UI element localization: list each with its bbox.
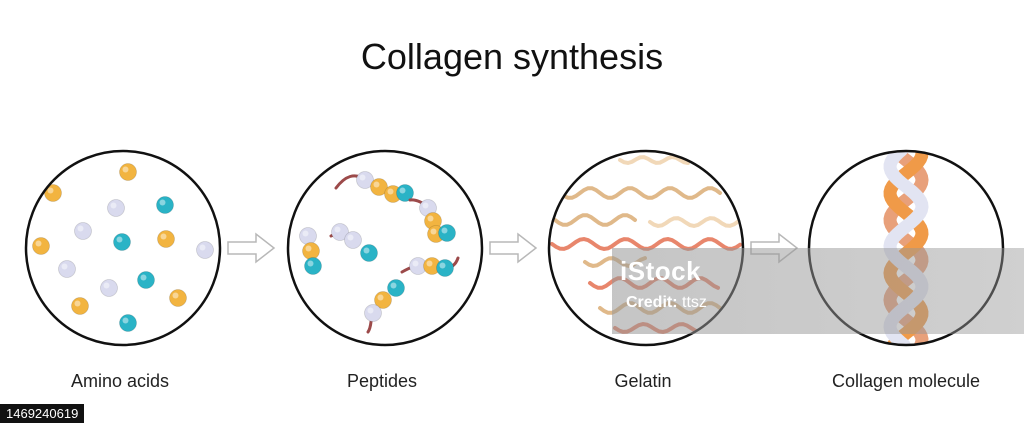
amino-acid-molecule: [157, 230, 175, 248]
amino-acid-molecule-shine: [47, 187, 54, 194]
amino-acid-molecule: [71, 297, 89, 315]
peptide-molecule-shine: [412, 260, 419, 267]
peptide-molecule: [302, 242, 320, 260]
peptide-molecule-shine: [347, 234, 354, 241]
peptide-molecule-shine: [430, 228, 437, 235]
peptide-molecule-shine: [367, 307, 374, 314]
peptide-molecule: [344, 231, 362, 249]
peptide-molecule: [436, 259, 454, 277]
stage-caption-collagen-molecule: Collagen molecule: [831, 371, 981, 391]
peptide-molecule: [299, 227, 317, 245]
peptide-molecule: [331, 223, 349, 241]
amino-acid-molecule: [119, 163, 137, 181]
amino-acid-molecule-shine: [77, 225, 84, 232]
amino-acid-molecule: [113, 233, 131, 251]
peptide-molecule-shine: [377, 294, 384, 301]
stage-2-content: [299, 171, 460, 334]
amino-acid-molecule-shine: [74, 300, 81, 307]
amino-acid-molecule: [169, 289, 187, 307]
gelatin-strand: [618, 154, 690, 166]
gelatin-strand: [648, 216, 740, 229]
amino-acid-molecule-shine: [61, 263, 68, 270]
amino-acid-molecule: [196, 241, 214, 259]
watermark-logo: iStock: [620, 256, 702, 286]
amino-acid-molecule-shine: [140, 274, 147, 281]
amino-acid-molecule-shine: [199, 244, 206, 251]
watermark-credit-name: ttsz: [682, 294, 707, 311]
amino-acid-molecule: [119, 314, 137, 332]
peptide-molecule-shine: [422, 202, 429, 209]
amino-acid-molecule: [107, 199, 125, 217]
peptide-molecule: [374, 291, 392, 309]
amino-acid-molecule-shine: [172, 292, 179, 299]
peptide-molecule-shine: [307, 260, 314, 267]
watermark-band: [612, 248, 1024, 334]
amino-acid-molecule: [32, 237, 50, 255]
watermark-credit: Credit: ttsz: [626, 294, 707, 312]
peptide-molecule-shine: [359, 174, 366, 181]
amino-acid-molecule-shine: [110, 202, 117, 209]
amino-acid-molecule-shine: [35, 240, 42, 247]
amino-acid-molecule-shine: [103, 282, 110, 289]
peptide-molecule: [387, 279, 405, 297]
image-id-badge: 1469240619: [0, 404, 85, 423]
peptide-molecule-shine: [363, 247, 370, 254]
amino-acid-molecule: [74, 222, 92, 240]
amino-acid-molecule-shine: [122, 166, 129, 173]
stage-1-circle: [24, 149, 222, 347]
amino-acid-molecule-shine: [116, 236, 123, 243]
process-arrow-1: [227, 232, 276, 264]
stage-caption-amino-acids: Amino acids: [70, 371, 170, 391]
gelatin-strand: [558, 186, 722, 200]
peptide-molecule-shine: [387, 188, 394, 195]
peptide-molecule-shine: [399, 187, 406, 194]
process-arrow-2: [489, 232, 538, 264]
amino-acid-molecule: [58, 260, 76, 278]
amino-acid-molecule-shine: [160, 233, 167, 240]
peptide-molecule-shine: [439, 262, 446, 269]
amino-acid-molecule: [156, 196, 174, 214]
amino-acid-molecule: [137, 271, 155, 289]
peptide-molecule-shine: [334, 226, 341, 233]
stage-caption-peptides: Peptides: [346, 371, 418, 391]
peptide-molecule-shine: [427, 215, 434, 222]
peptide-molecule-shine: [426, 260, 433, 267]
amino-acid-molecule-shine: [159, 199, 166, 206]
peptide-molecule: [304, 257, 322, 275]
peptide-molecule-shine: [305, 245, 312, 252]
watermark-credit-label: Credit:: [626, 294, 678, 311]
amino-acid-molecule-shine: [122, 317, 129, 324]
peptide-molecule: [370, 178, 388, 196]
peptide-molecule: [356, 171, 374, 189]
peptide-molecule-shine: [441, 227, 448, 234]
peptide-molecule-shine: [390, 282, 397, 289]
peptide-molecule: [364, 304, 382, 322]
peptide-molecule: [396, 184, 414, 202]
amino-acid-molecule: [100, 279, 118, 297]
diagram-title: Collagen synthesis: [360, 36, 664, 77]
peptide-molecule-shine: [373, 181, 380, 188]
peptide-molecule-shine: [302, 230, 309, 237]
stage-1-content: [32, 163, 214, 332]
gelatin-strand: [553, 213, 637, 227]
peptide-molecule: [438, 224, 456, 242]
stage-caption-gelatin: Gelatin: [614, 371, 672, 391]
peptide-molecule: [360, 244, 378, 262]
stage-2-circle: [286, 149, 484, 347]
